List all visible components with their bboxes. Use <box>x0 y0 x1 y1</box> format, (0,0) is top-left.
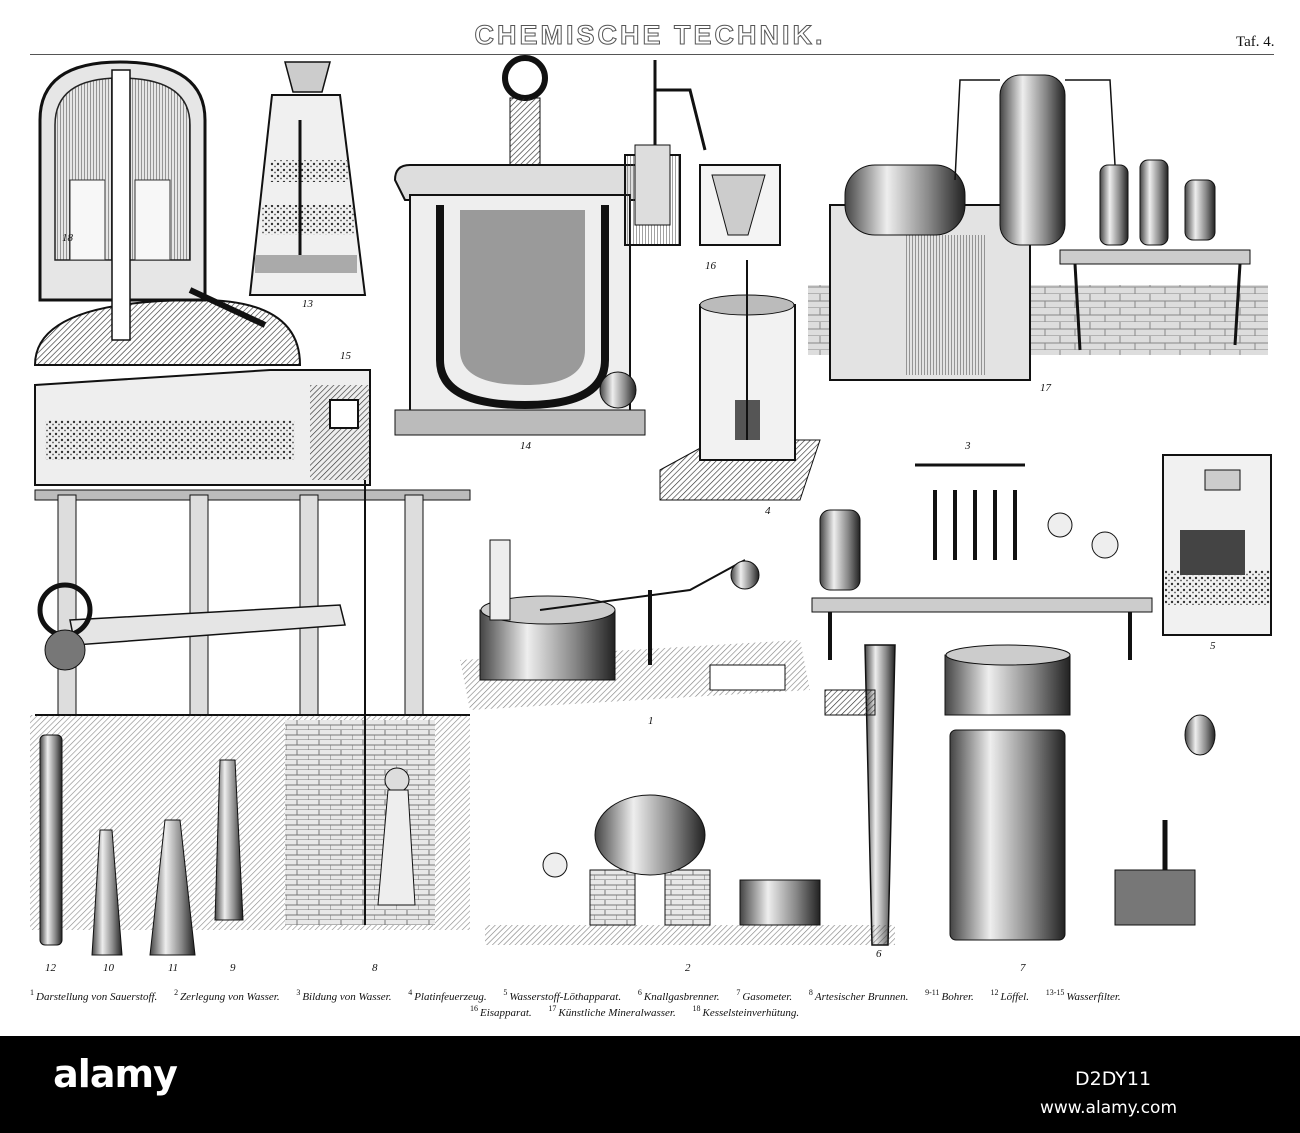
figure-number-7: 7 <box>1020 962 1026 974</box>
fig-9-12-drills-and-spoon <box>39 734 244 956</box>
fig-2-water-decomposition <box>485 794 895 945</box>
title-rule <box>30 54 1274 55</box>
fig-6-oxyhydrogen-burner <box>824 644 896 946</box>
figure-number-9: 9 <box>230 962 236 974</box>
figure-number-3: 3 <box>965 440 971 452</box>
stock-url[interactable]: www.alamy.com <box>1040 1098 1178 1118</box>
fig-15-filter-basin <box>34 369 371 486</box>
figure-number-18: 18 <box>62 232 73 244</box>
figure-number-10: 10 <box>103 962 114 974</box>
plate-number: Taf. 4. <box>1236 34 1275 50</box>
fig-1-oxygen-apparatus <box>460 539 810 710</box>
figure-number-16: 16 <box>705 260 716 272</box>
figure-number-13: 13 <box>302 298 313 310</box>
figure-number-1: 1 <box>648 715 654 727</box>
stock-logo: alamy <box>53 1052 178 1096</box>
fig-14-press-vessel <box>393 55 657 436</box>
stock-image-id: D2DY11 <box>1075 1068 1152 1090</box>
stock-banner <box>0 1036 1300 1133</box>
engraving-illustrations <box>30 55 1272 956</box>
fig-4-platinum-lighter <box>659 260 821 501</box>
fig-8-artesian-well <box>30 480 471 930</box>
figure-number-15: 15 <box>340 350 351 362</box>
figure-number-14: 14 <box>520 440 531 452</box>
figure-number-8: 8 <box>372 962 378 974</box>
figure-number-5: 5 <box>1210 640 1216 652</box>
fig-16-ice-apparatus <box>624 60 781 246</box>
figure-number-12: 12 <box>45 962 56 974</box>
figure-number-2: 2 <box>685 962 691 974</box>
fig-13-water-filter <box>248 61 367 296</box>
fig-7-gasometer <box>944 644 1216 941</box>
figure-number-17: 17 <box>1040 382 1051 394</box>
figure-number-6: 6 <box>876 948 882 960</box>
plate-title: CHEMISCHE TECHNIK. <box>474 20 826 51</box>
fig-5-hydrogen-solder-apparatus <box>1162 454 1272 636</box>
figure-number-4: 4 <box>765 505 771 517</box>
fig-3-water-formation <box>811 463 1153 660</box>
figure-number-11: 11 <box>168 962 179 974</box>
fig-17-mineral-water-plant <box>808 74 1268 381</box>
fig-18-boiler-scale-device <box>33 60 302 366</box>
